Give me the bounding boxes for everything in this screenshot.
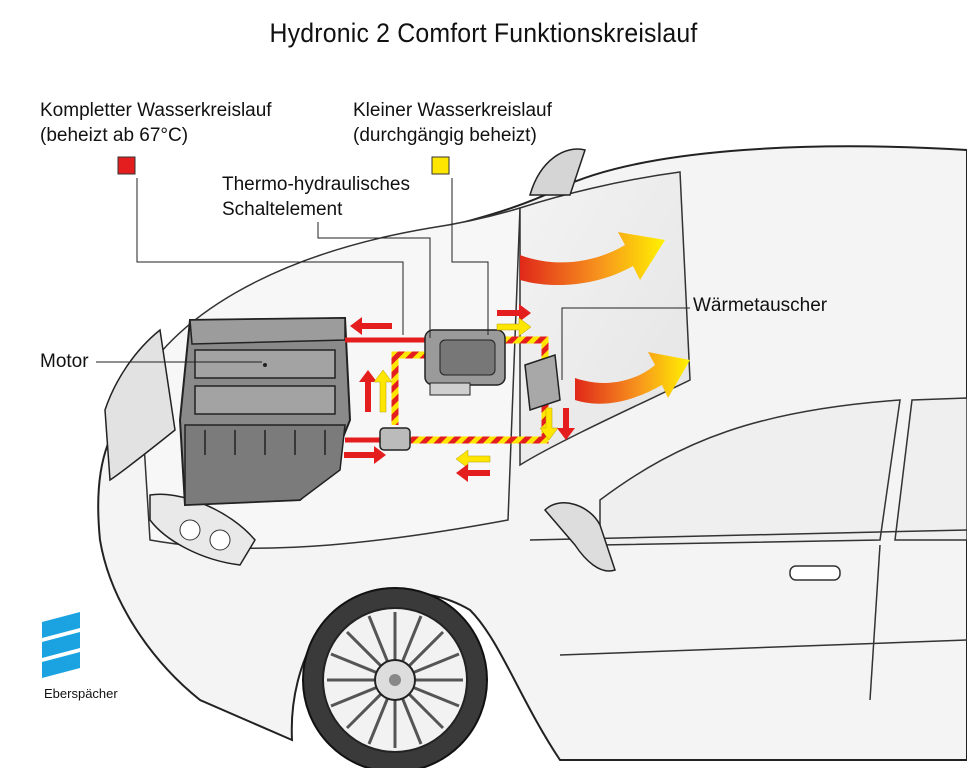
thermo-element-label-line2: Schaltelement <box>222 199 343 220</box>
heat-exchanger <box>524 353 561 412</box>
small-circuit-legend-swatch <box>431 156 450 175</box>
front-window <box>599 399 901 546</box>
side-mirror <box>543 502 616 572</box>
warm-air-arrow-icon <box>520 232 690 404</box>
thermo-element-label: Thermo-hydraulisches Schaltelement <box>222 172 410 222</box>
thermo-element-label-line1: Thermo-hydraulisches <box>222 174 410 195</box>
thermo-hydraulic-element <box>379 427 411 451</box>
hydronic-heater-unit <box>424 329 506 396</box>
headlight <box>149 493 256 566</box>
small-circuit-label: Kleiner Wasserkreislauf (durchgängig beh… <box>353 98 552 148</box>
page-title: Hydronic 2 Comfort Funktionskreislauf <box>269 18 698 48</box>
full-circuit-label-line1: Kompletter Wasserkreislauf <box>40 100 272 121</box>
full-circuit-label: Kompletter Wasserkreislauf (beheizt ab 6… <box>40 98 272 148</box>
rear-window <box>894 397 967 541</box>
small-circuit-label-line2: (durchgängig beheizt) <box>353 125 537 146</box>
motor-engine <box>178 316 352 507</box>
full-circuit-legend-swatch <box>117 156 136 175</box>
brand-name: Eberspächer <box>44 686 118 701</box>
door-handle <box>789 565 841 581</box>
small-circuit-label-line1: Kleiner Wasserkreislauf <box>353 100 552 121</box>
eberspaecher-logo-icon <box>42 612 80 678</box>
full-circuit-label-line2: (beheizt ab 67°C) <box>40 125 189 146</box>
heat-exchanger-label: Wärmetauscher <box>693 295 828 316</box>
front-wheel <box>302 587 488 768</box>
grille <box>104 328 176 482</box>
flow-arrows <box>344 304 575 482</box>
leader-lines <box>96 178 690 380</box>
motor-label: Motor <box>40 351 89 372</box>
roof-antenna <box>529 148 586 196</box>
